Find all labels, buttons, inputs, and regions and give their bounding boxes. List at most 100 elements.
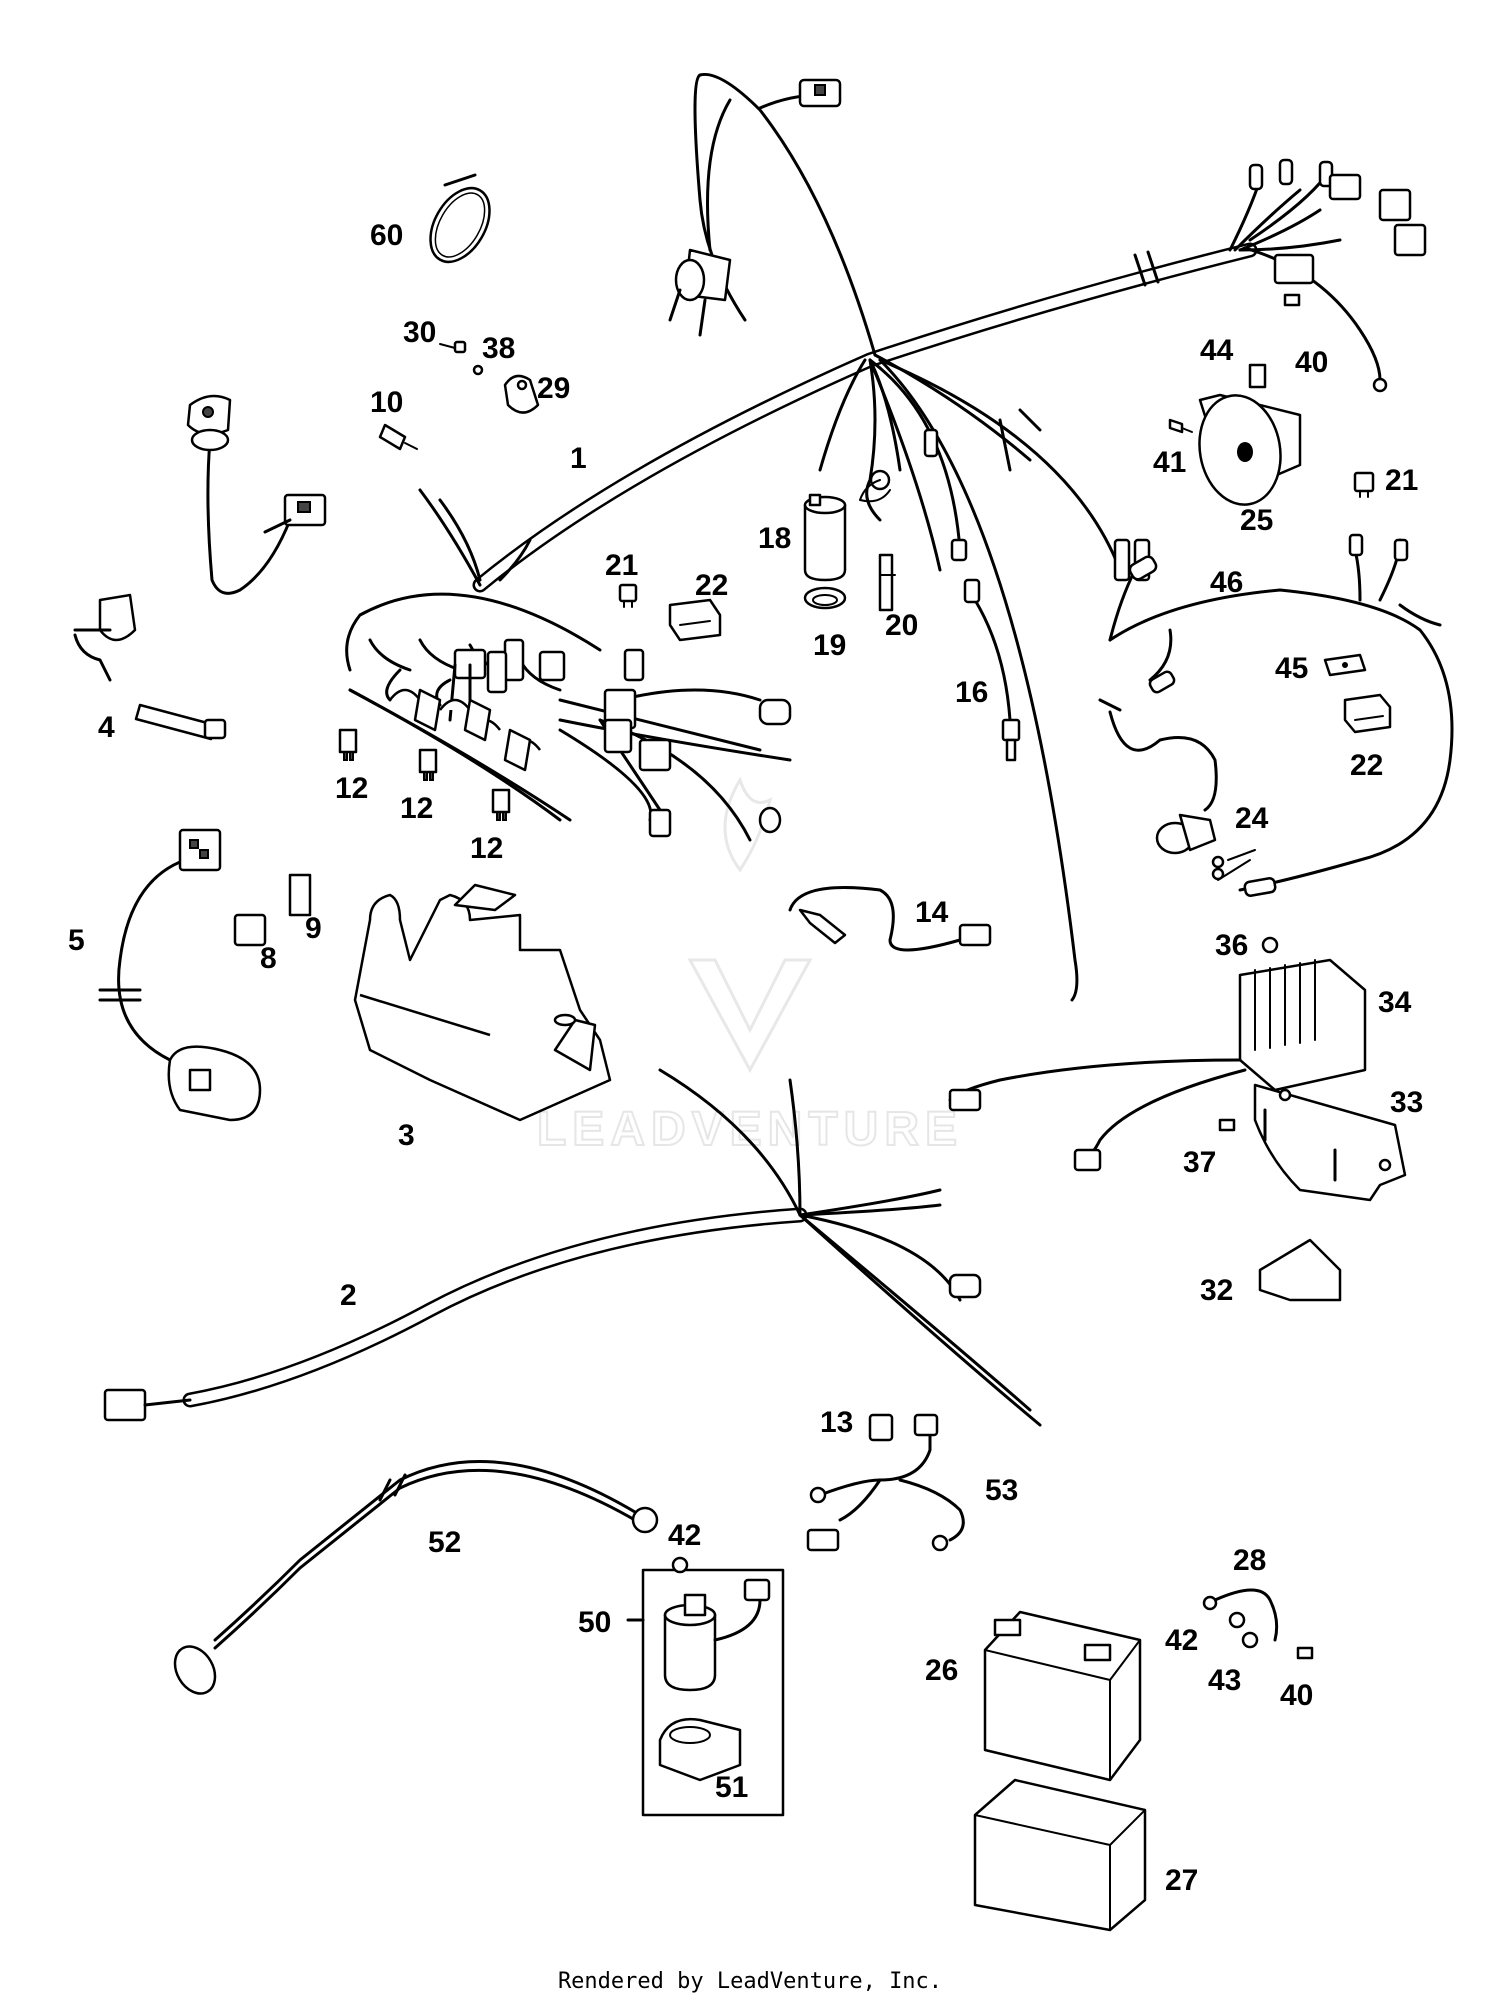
callout-46: 46 [1210,566,1243,599]
part-14-sensor [788,886,992,952]
part-32-pad [1258,1238,1342,1302]
part-24-sensor [1098,698,1225,881]
callout-12-2: 12 [400,792,433,825]
callout-labels: 60 30 38 29 10 1 44 40 41 25 21 21 18 22… [68,219,1423,1897]
watermark: LEADVENTURE [536,776,963,1157]
part-37-bolt [1218,1118,1236,1132]
callout-34: 34 [1378,986,1412,1019]
part-9-bracket [288,873,312,917]
callout-22-left: 22 [695,569,728,602]
callout-32: 32 [1200,1274,1233,1307]
callout-21-right: 21 [1385,464,1418,497]
callout-41: 41 [1153,446,1186,479]
part-40-screw-top [1283,293,1301,307]
part-25-horn [1198,393,1302,506]
part-43-washer [1241,1631,1259,1649]
callout-14: 14 [915,896,949,929]
part-46-harness [1108,533,1454,897]
part-30-screw [439,340,467,354]
part-20-plate [878,553,896,612]
callout-25: 25 [1240,504,1273,537]
watermark-text: LEADVENTURE [537,1103,963,1156]
callout-26: 26 [925,1654,958,1687]
part-18-capacitor [803,493,847,582]
part-36-nut [1261,936,1279,954]
callout-53: 53 [985,1474,1018,1507]
callout-9: 9 [305,912,322,945]
callout-2: 2 [340,1279,357,1312]
part-44-bracket [1248,363,1267,389]
callout-1: 1 [570,442,587,475]
part-40-bolt-right [1296,1646,1314,1660]
part-27-battery-box [973,1778,1147,1932]
part-42-nut-top [671,1556,689,1574]
part-21-connector-left [618,583,638,608]
footer-credit: Rendered by LeadVenture, Inc. [558,1969,942,1994]
part-50-starter-relay [663,1578,771,1692]
part-3-bracket [353,883,612,1122]
callout-40-top: 40 [1295,346,1328,379]
part-28-ground-lead [1202,1588,1279,1642]
part-52-battery-cable [173,1460,659,1695]
callout-30: 30 [403,316,436,349]
part-26-battery [983,1610,1142,1782]
callout-33: 33 [1390,1086,1423,1119]
callout-5: 5 [68,924,85,957]
callout-45: 45 [1275,652,1308,685]
callout-22-right: 22 [1350,749,1383,782]
part-29-clamp [503,374,540,414]
callout-21-left: 21 [605,549,638,582]
part-8-relay [233,913,267,947]
callout-28: 28 [1233,1544,1266,1577]
fuse-box-harness [345,488,792,842]
part-22-relay-left [668,598,722,642]
part-16-switch [963,578,1021,762]
callout-36: 36 [1215,929,1248,962]
callout-37: 37 [1183,1146,1216,1179]
part-12-fuse-1 [338,728,358,761]
callout-60: 60 [370,219,403,252]
callout-52: 52 [428,1526,461,1559]
callout-29: 29 [537,372,570,405]
callout-44: 44 [1200,334,1234,367]
callout-40-bottom: 40 [1280,1679,1313,1712]
callout-12-3: 12 [470,832,503,865]
callout-20: 20 [885,609,918,642]
part-13-fuse [868,1413,894,1442]
part-42-nut-right [1228,1611,1246,1629]
part-38-washer [472,364,484,376]
part-21-connector-right [1353,471,1375,498]
callout-13: 13 [820,1406,853,1439]
main-wiring-harness [472,72,1427,1002]
part-12-fuse-3 [491,788,511,821]
callout-38: 38 [482,332,515,365]
part-60-cable-tie [429,173,491,264]
part-34-regulator [948,958,1367,1172]
part-12-fuse-2 [418,748,438,781]
callout-12-1: 12 [335,772,368,805]
part-53-battery-harness [806,1413,965,1552]
callout-16: 16 [955,676,988,709]
callout-51: 51 [715,1771,748,1804]
callout-4: 4 [98,711,115,744]
callout-50: 50 [578,1606,611,1639]
callout-27: 27 [1165,1864,1198,1897]
part-5-handlebar-switch [98,828,262,1122]
part-45-clip [1323,653,1367,677]
callout-42-right: 42 [1165,1624,1198,1657]
part-19-ring [803,586,847,610]
callout-19: 19 [813,629,846,662]
callout-18: 18 [758,522,791,555]
callout-42-top: 42 [668,1519,701,1552]
part-sensor-left [186,394,327,595]
part-4-bracket [73,593,227,741]
part-2-rear-harness [103,1068,1042,1427]
part-51-relay-holder [658,1717,742,1782]
callout-10: 10 [370,386,403,419]
part-41-screw [1168,418,1193,434]
callout-8: 8 [260,942,277,975]
callout-43: 43 [1208,1664,1241,1697]
part-22-relay-right [1343,693,1392,734]
leader-lines [1217,849,1256,881]
